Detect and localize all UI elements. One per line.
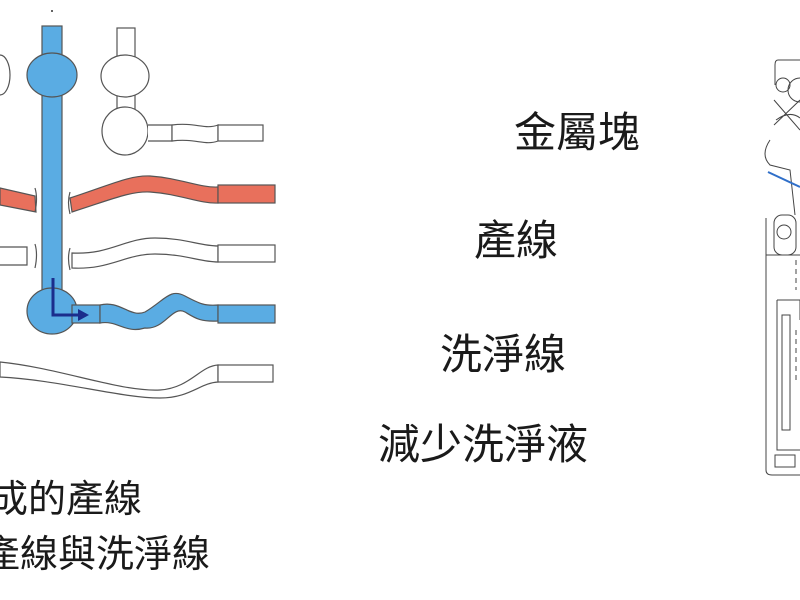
white-pipe-stub [0, 246, 28, 266]
white-pipe-wave [71, 237, 219, 269]
break-mark [34, 187, 71, 215]
white-junction-circle [101, 106, 149, 156]
metal-block-drawing [764, 59, 800, 476]
partial-circle [0, 54, 11, 96]
red-production-pipe [69, 175, 219, 213]
flow-arrow-icon [51, 278, 89, 321]
dot [51, 10, 53, 12]
caption-line-1: 成的產線 [0, 477, 143, 521]
white-pipe-end [217, 244, 276, 263]
label-metal-block: 金屬塊 [514, 108, 641, 157]
label-reduce-cleaning-fluid: 減少洗淨液 [378, 420, 589, 469]
blue-cleaning-pipe [99, 292, 219, 330]
white-pipe-wave [171, 123, 219, 144]
red-pipe-end [217, 184, 276, 204]
red-pipe-stub [0, 187, 37, 213]
label-production-line: 產線 [474, 216, 559, 265]
white-junction-circle [100, 54, 150, 98]
white-pipe-stem [116, 27, 136, 59]
white-pipe-end [217, 124, 264, 142]
white-pipe-connector [148, 124, 173, 142]
label-cleaning-line: 洗淨線 [440, 330, 567, 379]
break-mark [34, 243, 71, 271]
blue-junction-circle [26, 52, 78, 98]
white-pipe-bottom [0, 361, 219, 399]
white-pipe-end [217, 364, 274, 383]
caption-line-2: 產線與洗淨線 [0, 532, 211, 576]
blue-pipe-end [217, 304, 276, 324]
blue-line [767, 171, 800, 188]
